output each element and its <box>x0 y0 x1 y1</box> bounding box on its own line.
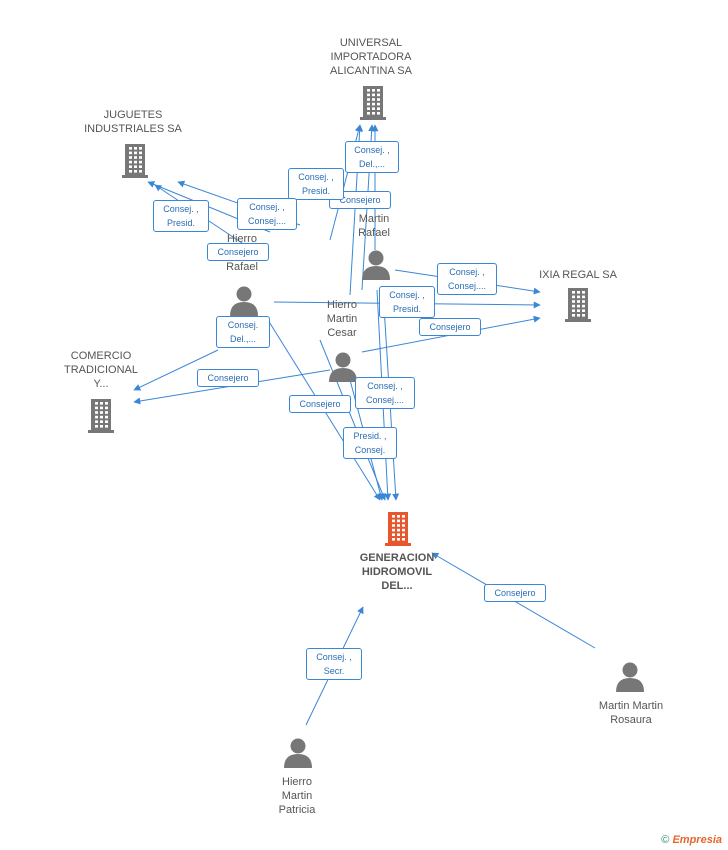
edge-label[interactable]: Consejero <box>419 318 481 336</box>
person-icon[interactable] <box>284 738 312 769</box>
person-icon[interactable] <box>616 662 644 693</box>
edge-label[interactable]: Consej. , Consej.... <box>237 198 297 230</box>
edge-label[interactable]: Consejero <box>197 369 259 387</box>
edge-label[interactable]: Consejero <box>329 191 391 209</box>
edge-label[interactable]: Consej. , Consej.... <box>355 377 415 409</box>
edge-label[interactable]: Consejero <box>484 584 546 602</box>
edge-line <box>133 349 219 391</box>
person-icon[interactable] <box>230 286 258 317</box>
company-label-generacion[interactable]: GENERACION HIDROMOVIL DEL... <box>359 552 435 592</box>
building-icon[interactable] <box>88 399 114 433</box>
edge-label[interactable]: Consej. , Presid. <box>379 286 435 318</box>
company-label-juguetes[interactable]: JUGUETES INDUSTRIALES SA <box>84 109 182 135</box>
person-label-martin-rafael[interactable]: Martin Rafael <box>358 213 390 239</box>
edge-line <box>319 339 386 501</box>
company-label-comercio[interactable]: COMERCIO TRADICIONAL Y... <box>64 350 138 390</box>
edge-label[interactable]: Consej. , Secr. <box>306 648 362 680</box>
edge-label[interactable]: Presid. , Consej. <box>343 427 397 459</box>
company-label-universal[interactable]: UNIVERSAL IMPORTADORA ALICANTINA SA <box>330 37 412 77</box>
edge-label[interactable]: Consejero <box>207 243 269 261</box>
edge-label[interactable]: Consej. , Del.,... <box>345 141 399 173</box>
edge-label[interactable]: Consej. Del.,... <box>216 316 270 348</box>
footer-brand[interactable]: © Empresia <box>661 834 722 846</box>
person-icon[interactable] <box>362 250 390 281</box>
building-icon[interactable] <box>385 512 411 546</box>
building-icon[interactable] <box>360 86 386 120</box>
building-icon[interactable] <box>122 144 148 178</box>
building-icon[interactable] <box>565 288 591 322</box>
edge-label[interactable]: Consej. , Presid. <box>288 168 344 200</box>
node-icons <box>88 86 644 768</box>
brand-name: Empresia <box>672 834 722 846</box>
person-label-hierro-cesar[interactable]: Hierro Martin Cesar <box>326 299 358 339</box>
edge-label[interactable]: Consej. , Consej.... <box>437 263 497 295</box>
company-label-ixia[interactable]: IXIA REGAL SA <box>539 269 617 281</box>
edge-label[interactable]: Consej. , Presid. <box>153 200 209 232</box>
edge-label[interactable]: Consejero <box>289 395 351 413</box>
copyright-icon: © <box>661 834 670 846</box>
person-label-martin-rosaura[interactable]: Martin Martin Rosaura <box>598 700 664 726</box>
person-label-hierro-patricia[interactable]: Hierro Martin Patricia <box>278 776 316 816</box>
person-icon[interactable] <box>329 352 357 383</box>
